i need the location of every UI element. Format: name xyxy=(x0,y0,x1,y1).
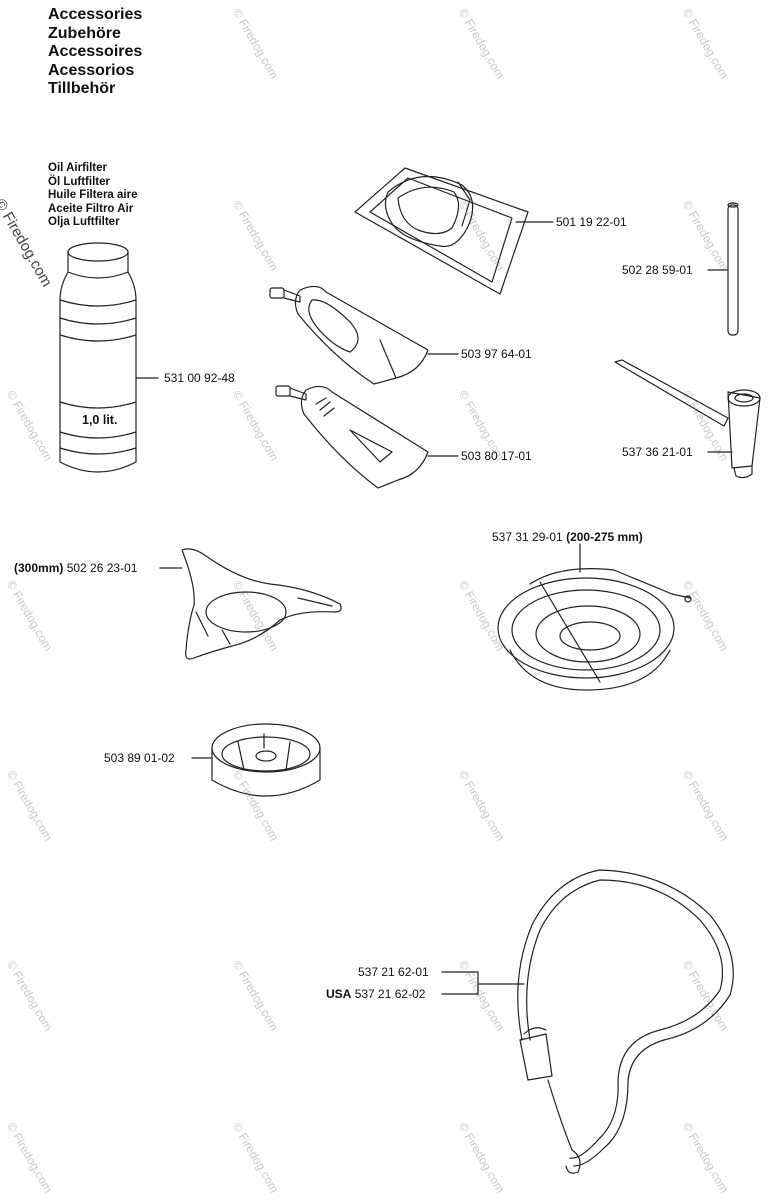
part-number-wrench: 537 36 21-01 xyxy=(622,445,693,459)
part-number-pin: 502 28 59-01 xyxy=(622,263,693,277)
oil-name-block: Oil Airfilter Öl Luftfilter Huile Filter… xyxy=(48,162,137,230)
part-number-grease-tube-2: 503 80 17-01 xyxy=(461,449,532,463)
part-number-oil: 531 00 92-48 xyxy=(164,371,235,385)
title-fr: Accessoires xyxy=(48,43,143,60)
oil-name-en: Oil Airfilter xyxy=(48,162,107,174)
guard-drawing xyxy=(159,548,342,660)
grease-tube-2-drawing xyxy=(275,385,459,489)
part-number-strap-usa: USA 537 21 62-02 xyxy=(326,987,425,1001)
oil-name-sv: Olja Luftfilter xyxy=(48,216,120,228)
blade-kit-number: 537 31 29-01 xyxy=(492,530,563,544)
guard-size-label: (300mm) xyxy=(14,561,64,575)
part-number-cup: 503 89 01-02 xyxy=(104,751,175,765)
guard-number: 502 26 23-01 xyxy=(66,561,138,575)
title-sv: Tillbehör xyxy=(48,80,116,97)
part-number-strap: 537 21 62-01 xyxy=(358,965,429,979)
strap-usa-number: 537 21 62-02 xyxy=(354,987,426,1001)
oil-name-es: Aceite Filtro Air xyxy=(48,202,134,215)
blade-kit-size-label: (200-275 mm) xyxy=(566,530,643,544)
part-number-harness-pad: 501 19 22-01 xyxy=(556,215,627,229)
title-en: Accessories xyxy=(48,6,143,23)
strap-drawing xyxy=(441,869,734,1174)
cup-drawing xyxy=(191,723,321,797)
title-block: Accessories Zubehöre Accessoires Acessor… xyxy=(48,6,142,99)
grease-tube-1-drawing xyxy=(269,285,459,385)
part-number-guard: (300mm) 502 26 23-01 xyxy=(14,561,137,575)
oil-bottle-drawing xyxy=(59,242,159,473)
strap-usa-prefix: USA xyxy=(326,987,352,1001)
blade-kit-drawing xyxy=(497,543,692,691)
oil-name-fr: Huile Filtera aire xyxy=(48,189,138,201)
title-de: Zubehöre xyxy=(48,24,121,42)
pin-drawing xyxy=(707,202,739,336)
bottle-volume-label: 1,0 lit. xyxy=(82,413,118,427)
part-number-grease-tube-1: 503 97 64-01 xyxy=(461,347,532,361)
harness-pad-drawing xyxy=(354,167,554,295)
title-es: Acessorios xyxy=(48,61,135,79)
wrench-drawing xyxy=(614,359,761,479)
oil-name-de: Öl Luftfilter xyxy=(48,175,110,188)
part-number-blade-kit: 537 31 29-01 (200-275 mm) xyxy=(492,530,643,544)
